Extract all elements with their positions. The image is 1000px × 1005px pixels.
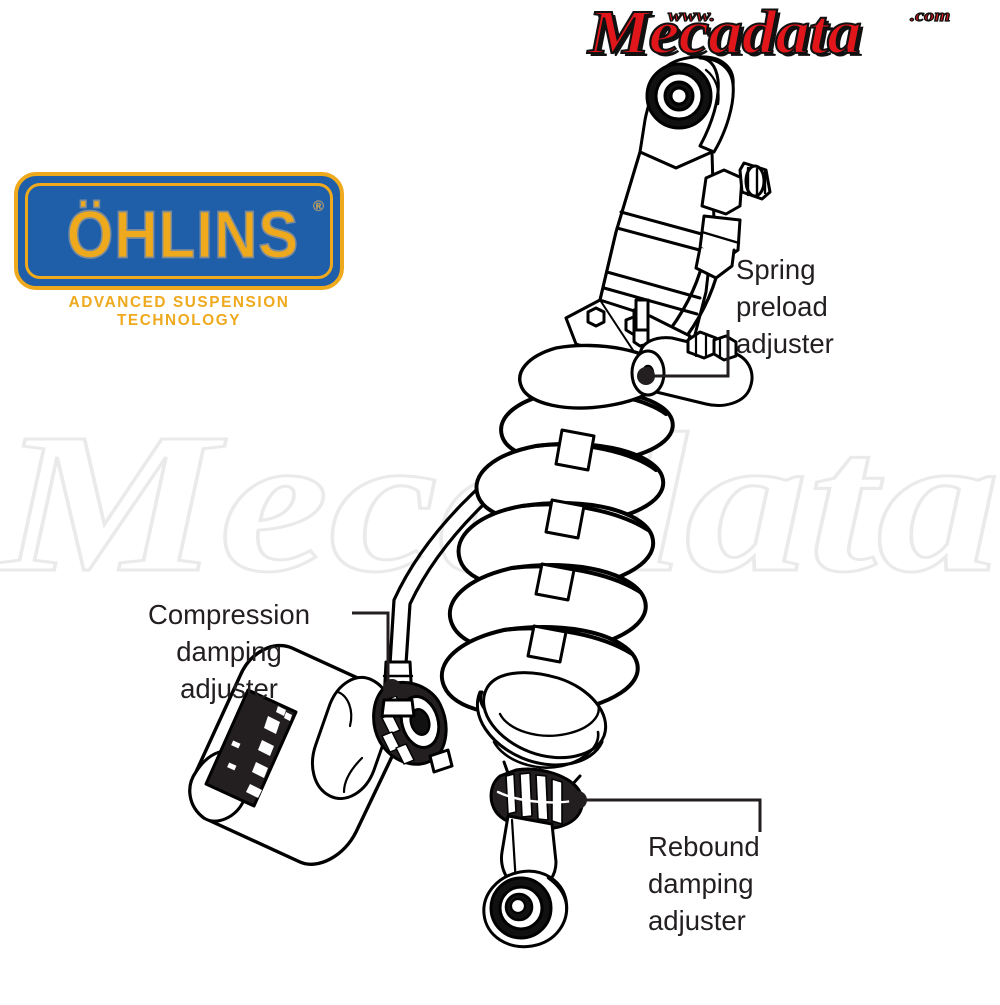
top-mount [638,55,735,170]
callout-line: adjuster [736,328,834,359]
reservoir-band-text [227,706,292,798]
leader-rebound [578,798,762,832]
callout-rebound-damping-adjuster: Rebound damping adjuster [648,828,760,939]
ohlins-wordmark-wrap: ÖHLINS [18,176,348,294]
registered-trademark-icon: ® [312,198,325,216]
spring-preload-adjuster-part [518,298,754,410]
callout-line: Spring [736,254,816,285]
reservoir-hose-neck [380,698,416,718]
callout-compression-damping-adjuster: Compression damping adjuster [148,596,310,707]
ohlins-badge-inner-border [25,183,333,279]
ohlins-wordmark: ÖHLINS [66,196,300,272]
callout-line: adjuster [180,673,278,704]
callout-line: adjuster [648,905,746,936]
callout-line: preload [736,291,828,322]
callout-line: Compression [148,599,311,630]
bottom-mount [482,814,569,949]
callout-spring-preload-adjuster: Spring preload adjuster [736,251,834,362]
remote-reservoir [188,643,454,866]
mecadata-logo: Mecadata www. .com [580,0,1000,80]
mecadata-www-prefix: www. [667,5,716,25]
mecadata-wordmark-wrap: Mecadata [580,0,1000,74]
hose-fitting-top [694,161,772,280]
callout-line: damping [176,636,282,667]
callout-line: damping [648,868,754,899]
ohlins-tagline: ADVANCED SUSPENSION TECHNOLOGY [68,294,290,329]
mecadata-com-suffix: .com [909,5,951,25]
rebound-damping-adjuster-part [489,767,587,831]
leader-spring-preload [646,330,730,378]
mecadata-wordmark: Mecadata [587,0,863,67]
ohlins-logo: ÖHLINS ® ADVANCED SUSPENSION TECHNOLOGY [14,172,344,332]
callout-line: Rebound [648,831,760,862]
ohlins-badge: ÖHLINS ® [14,172,344,290]
leader-compression [352,611,390,690]
